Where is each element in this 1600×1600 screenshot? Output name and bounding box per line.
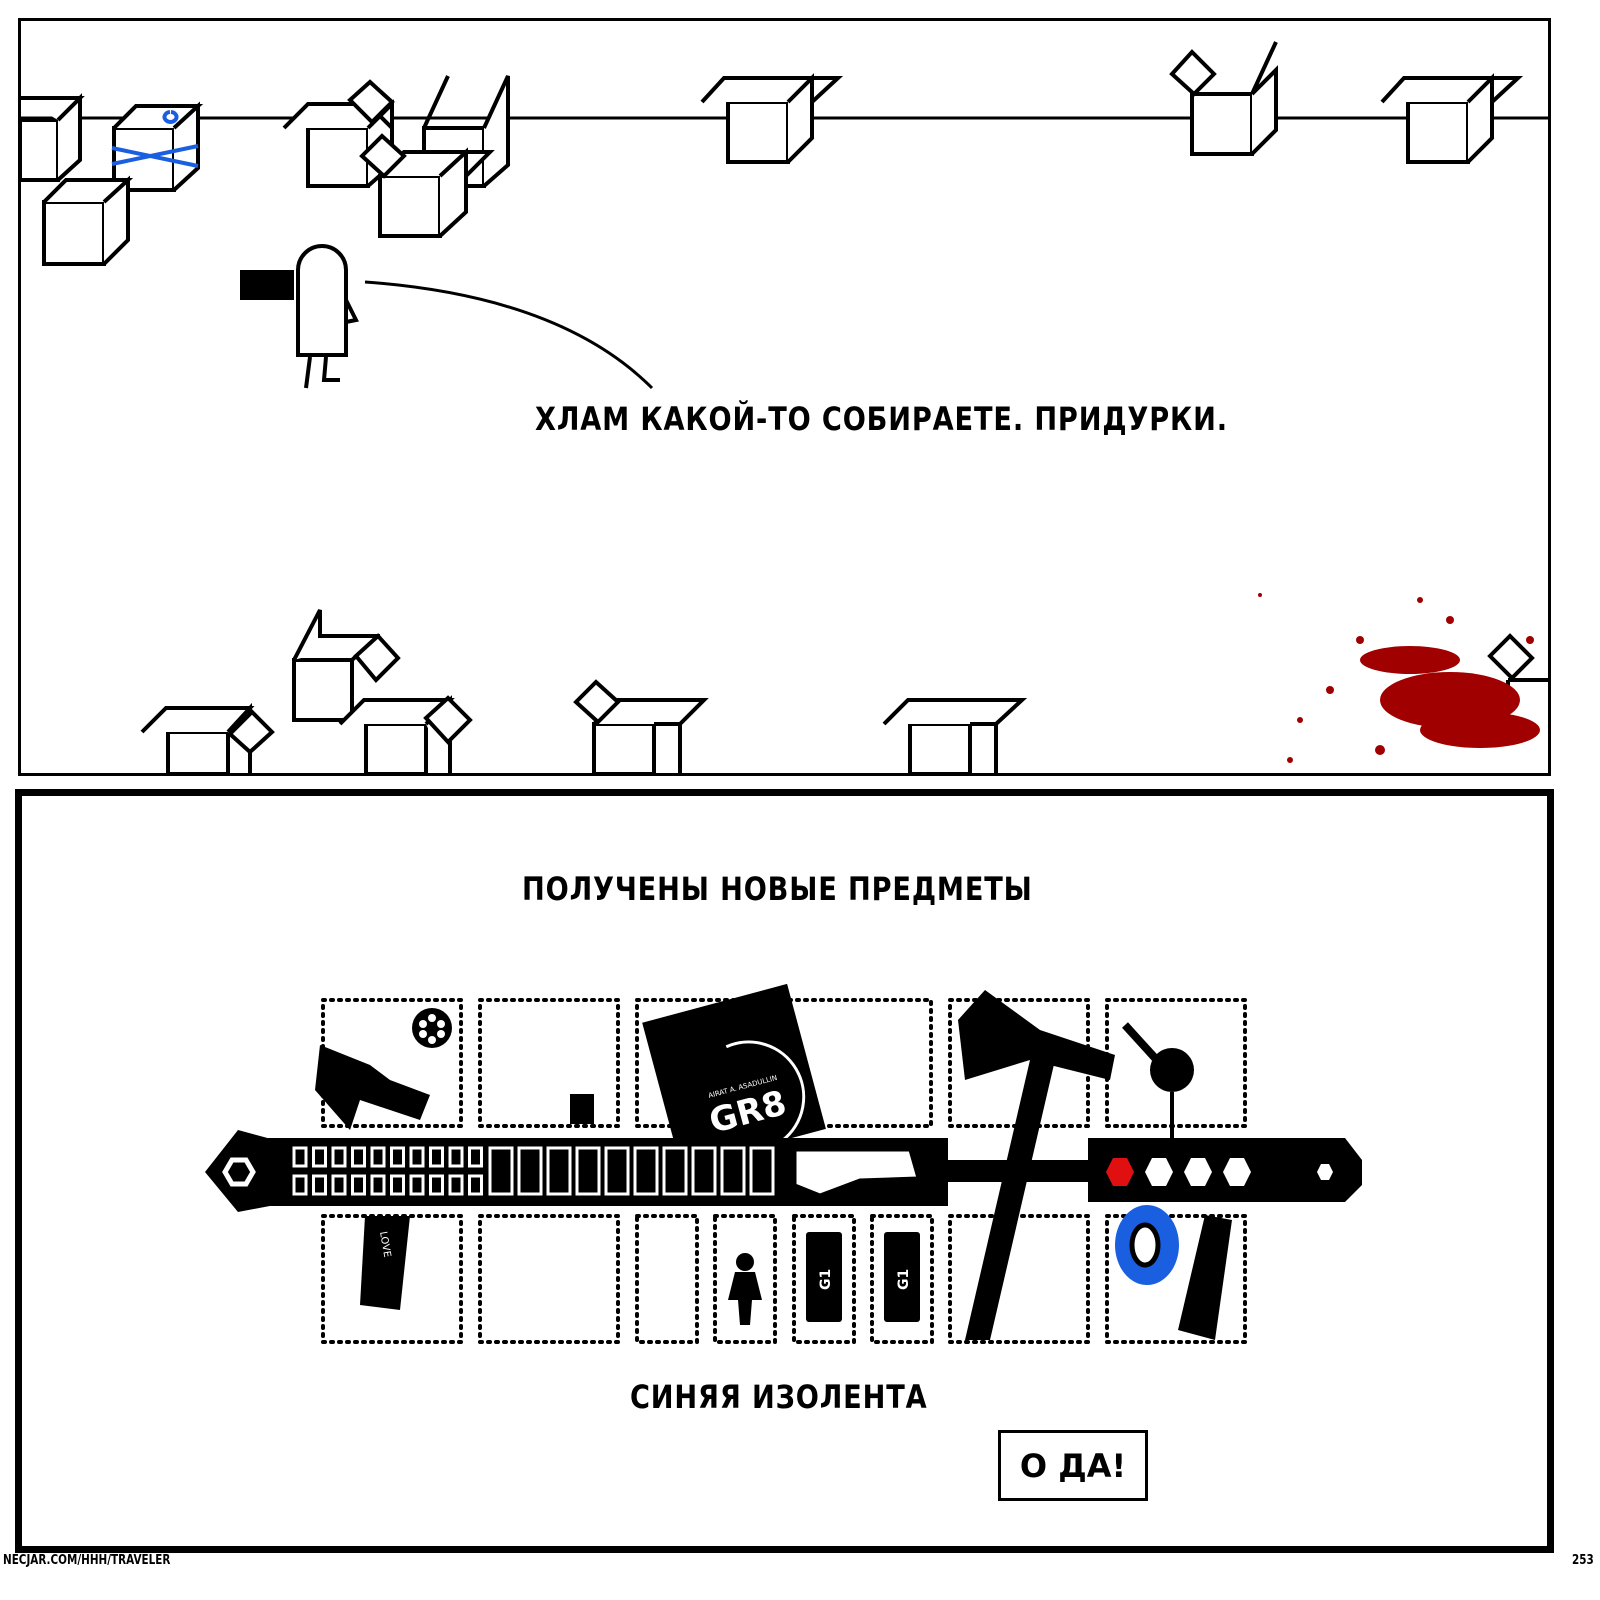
- box: [18, 93, 85, 182]
- box-open: [1169, 41, 1278, 156]
- box-open: [140, 702, 275, 776]
- new-items-heading: ПОЛУЧЕНЫ НОВЫЕ ПРЕДМЕТЫ: [522, 870, 1033, 908]
- speech-tail: [364, 280, 654, 390]
- footer-url: NECJAR.COM/HHH/TRAVELER: [3, 1553, 171, 1568]
- box-open: [338, 695, 473, 776]
- warehouse-scene: [18, 41, 1548, 776]
- box-taped: [112, 101, 204, 192]
- box-open: [292, 609, 401, 722]
- box-open: [882, 698, 1028, 776]
- stick-figure-with-gun: [240, 244, 359, 389]
- box-open: [700, 73, 844, 164]
- box-open: [1380, 73, 1524, 164]
- selected-item-name: СИНЯЯ ИЗОЛЕНТА: [630, 1378, 928, 1416]
- box: [42, 175, 134, 266]
- confirm-button[interactable]: О ДА!: [998, 1430, 1148, 1501]
- page-number: 253: [1572, 1553, 1594, 1568]
- speech-text: ХЛАМ КАКОЙ-ТО СОБИРАЕТЕ. ПРИДУРКИ.: [535, 400, 1228, 438]
- blue-tape-on-box: [111, 110, 199, 168]
- box-open: [282, 79, 395, 188]
- boxes: [18, 41, 1548, 776]
- blood-splatter: [1258, 593, 1540, 763]
- box-open: [573, 679, 709, 776]
- box-open: [359, 133, 495, 238]
